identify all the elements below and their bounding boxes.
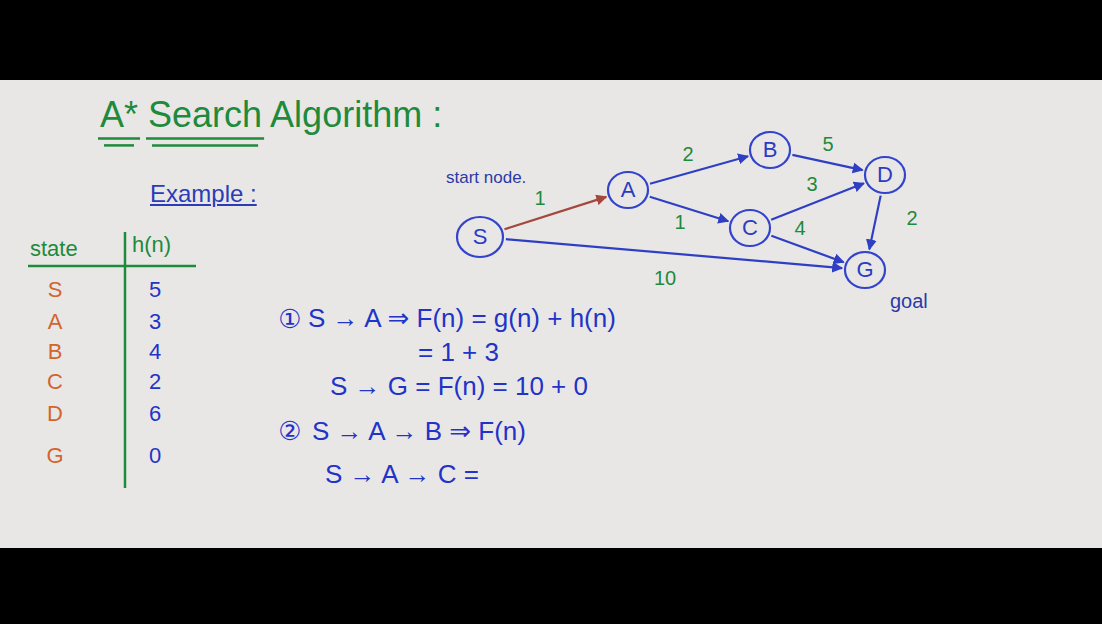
node-note: start node.: [446, 168, 526, 188]
state-circle: C: [729, 209, 771, 247]
state-name: G: [856, 258, 873, 282]
edge-cost: 1: [534, 187, 545, 210]
table-cell: D: [47, 401, 63, 426]
step-number: ②: [278, 417, 301, 447]
table-cell: B: [48, 339, 63, 364]
search-edge: [650, 197, 728, 221]
title: A* Search Algorithm :: [100, 94, 442, 135]
edge-cost: 4: [794, 217, 805, 240]
equation: S → A ⇒ F(n) = g(n) + h(n): [308, 304, 616, 334]
search-edge: [792, 155, 862, 170]
search-edge: [771, 236, 843, 262]
table-cell: S: [48, 277, 63, 302]
table-cell: C: [47, 369, 63, 394]
equation: S → A → C =: [325, 460, 479, 490]
table-rule: [28, 265, 196, 268]
table-cell: G: [46, 443, 63, 468]
table-cell: 5: [149, 277, 161, 302]
search-edge: [650, 156, 748, 184]
edge-cost: 10: [654, 267, 676, 290]
state-circle: G: [844, 251, 886, 289]
edge-cost: 1: [674, 211, 685, 234]
state-circle: A: [607, 171, 649, 209]
equation: S → A → B ⇒ F(n): [312, 417, 526, 447]
search-edge: [506, 239, 842, 268]
table-cell: 0: [149, 443, 161, 468]
state-circle: B: [749, 131, 791, 169]
edge-cost: 2: [682, 143, 693, 166]
search-edge: [504, 197, 606, 229]
table-cell: 6: [149, 401, 161, 426]
edge-cost: 3: [806, 173, 817, 196]
table-cell: 3: [149, 309, 161, 334]
state-name: C: [742, 216, 758, 240]
state-name: S: [473, 225, 488, 249]
state-circle: S: [456, 216, 504, 258]
search-edge: [869, 196, 880, 250]
state-name: D: [877, 163, 893, 187]
edge-cost: 2: [906, 207, 917, 230]
title-underline: [152, 144, 258, 147]
subheading: Example :: [150, 180, 257, 208]
table-header: state: [30, 236, 78, 261]
table-rule: [124, 232, 127, 488]
state-circle: D: [864, 156, 906, 194]
table-cell: A: [48, 309, 63, 334]
title-underline: [98, 137, 140, 140]
node-note: goal: [890, 290, 928, 313]
edge-cost: 5: [822, 133, 833, 156]
step-number: ①: [278, 305, 301, 335]
state-name: A: [621, 178, 636, 202]
table-cell: 4: [149, 339, 161, 364]
title-underline: [146, 137, 264, 140]
table-header: h(n): [132, 232, 171, 257]
equation: S → G = F(n) = 10 + 0: [330, 372, 588, 402]
table-cell: 2: [149, 369, 161, 394]
title-underline: [104, 144, 134, 147]
equation: = 1 + 3: [418, 338, 499, 368]
state-name: B: [763, 138, 778, 162]
